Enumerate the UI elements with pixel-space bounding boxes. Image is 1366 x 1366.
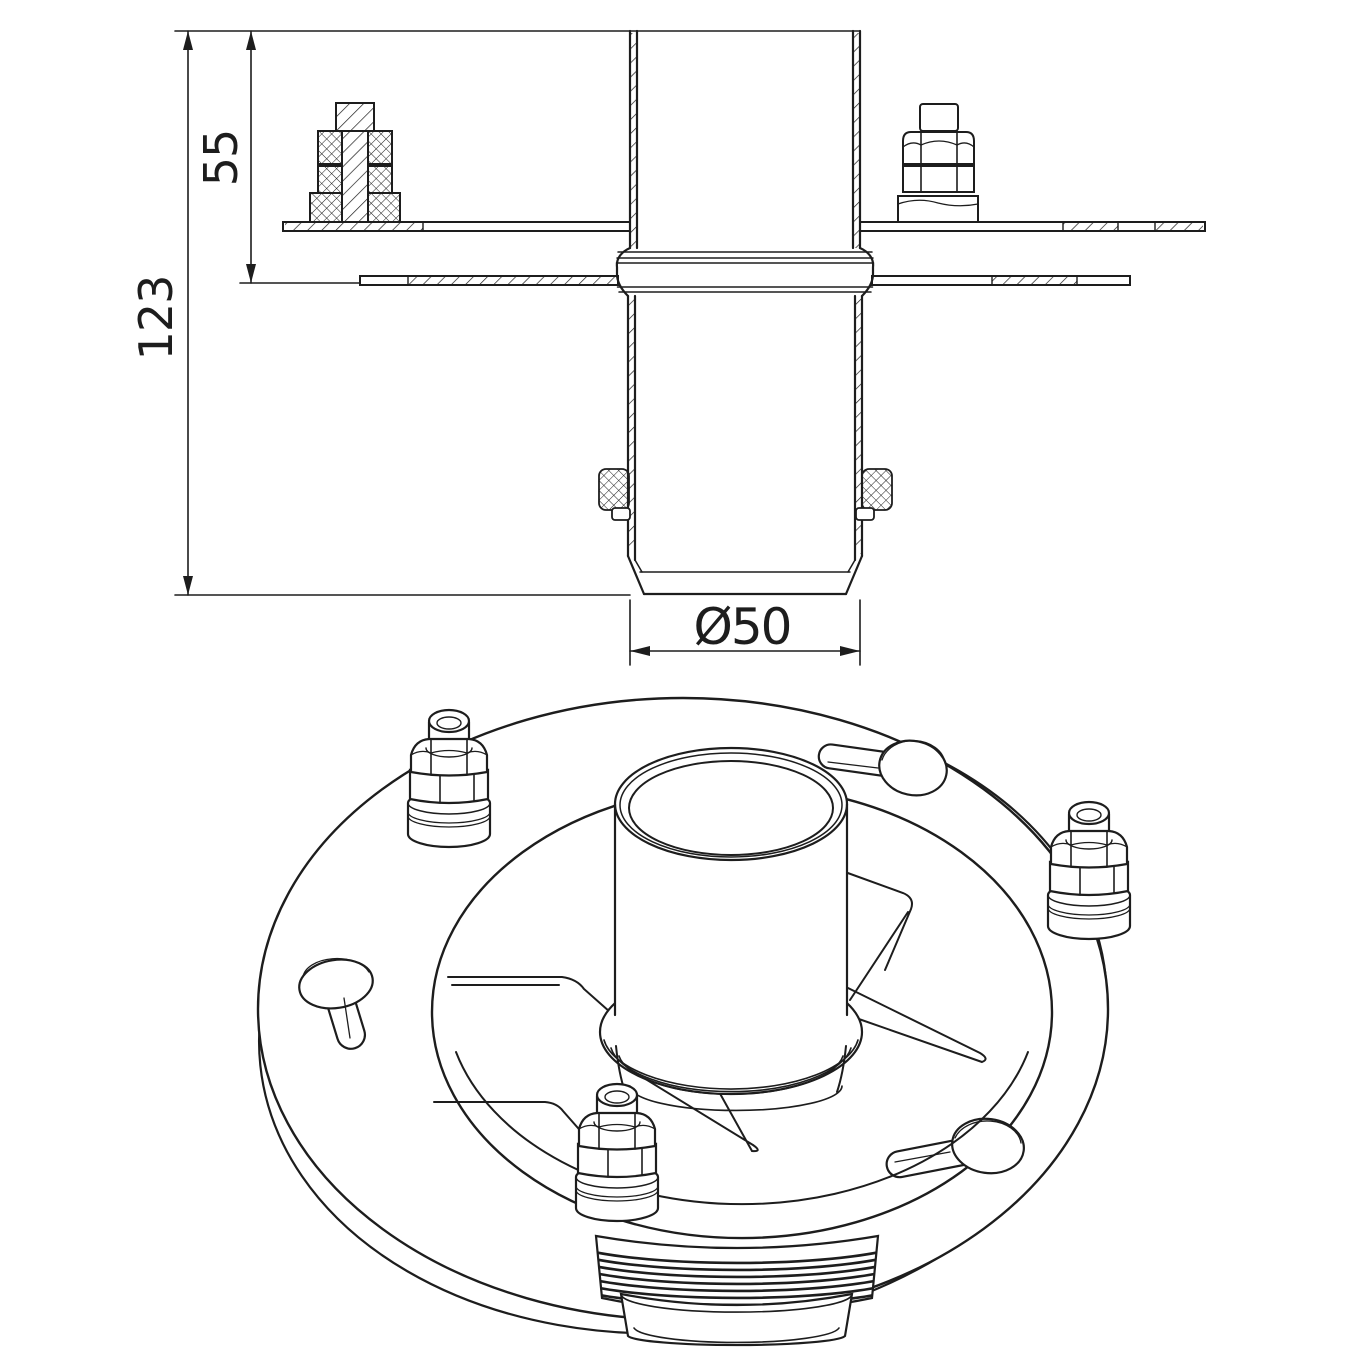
outlet-threads (594, 1234, 880, 1314)
isometric-view (256, 696, 1132, 1347)
arrow-down-icon (183, 576, 193, 595)
bowl-chord-bottom-left (433, 1101, 586, 1137)
dimension-label-overall-height: 123 (129, 276, 183, 361)
dimension-overall-height: 123 (129, 30, 193, 596)
pipe-bottom-edge (626, 554, 864, 596)
bowl-wall-arc (455, 1051, 1029, 1206)
dimension-pipe-diameter: Ø50 (629, 598, 861, 656)
keyhole-slot-top-right (817, 739, 948, 797)
keyhole-slot-bottom-right (885, 1117, 1025, 1179)
pipe-socket (603, 1039, 859, 1112)
arrow-down-icon (246, 264, 256, 283)
arrow-right-icon (840, 646, 860, 656)
outlet-collar (619, 1292, 854, 1347)
dimension-label-upper-height: 55 (194, 130, 248, 187)
bolt-shank (341, 130, 369, 223)
sealing-bolt-section (309, 102, 401, 223)
arrow-left-icon (630, 646, 650, 656)
keyhole-slot-left (298, 957, 374, 1050)
arrow-up-icon (246, 31, 256, 50)
dimension-label-diameter: Ø50 (694, 598, 791, 656)
extension-lines (174, 30, 861, 666)
bowl-and-vanes (433, 871, 1029, 1206)
vane-upper-right (844, 871, 913, 1001)
section-view: 123 55 Ø50 (129, 29, 1206, 666)
dimension-upper-height: 55 (194, 30, 256, 284)
vane-lower-right (847, 987, 987, 1064)
hex-nut-lower (902, 165, 975, 193)
arrow-up-icon (183, 31, 193, 50)
rubber-collar (897, 195, 979, 223)
gripper-clip-left (598, 468, 631, 521)
vane-bottom (633, 1071, 759, 1153)
pipe-section (598, 29, 893, 596)
sealing-bolt-side (897, 103, 979, 223)
gripper-clip-right (855, 468, 893, 521)
bolt-head (335, 102, 375, 132)
bolt-head (919, 103, 959, 132)
hex-nut-upper (902, 131, 975, 165)
pipe-crimp-bead (615, 246, 875, 298)
vane-left (447, 976, 611, 1013)
pipe-iso (613, 746, 849, 1017)
